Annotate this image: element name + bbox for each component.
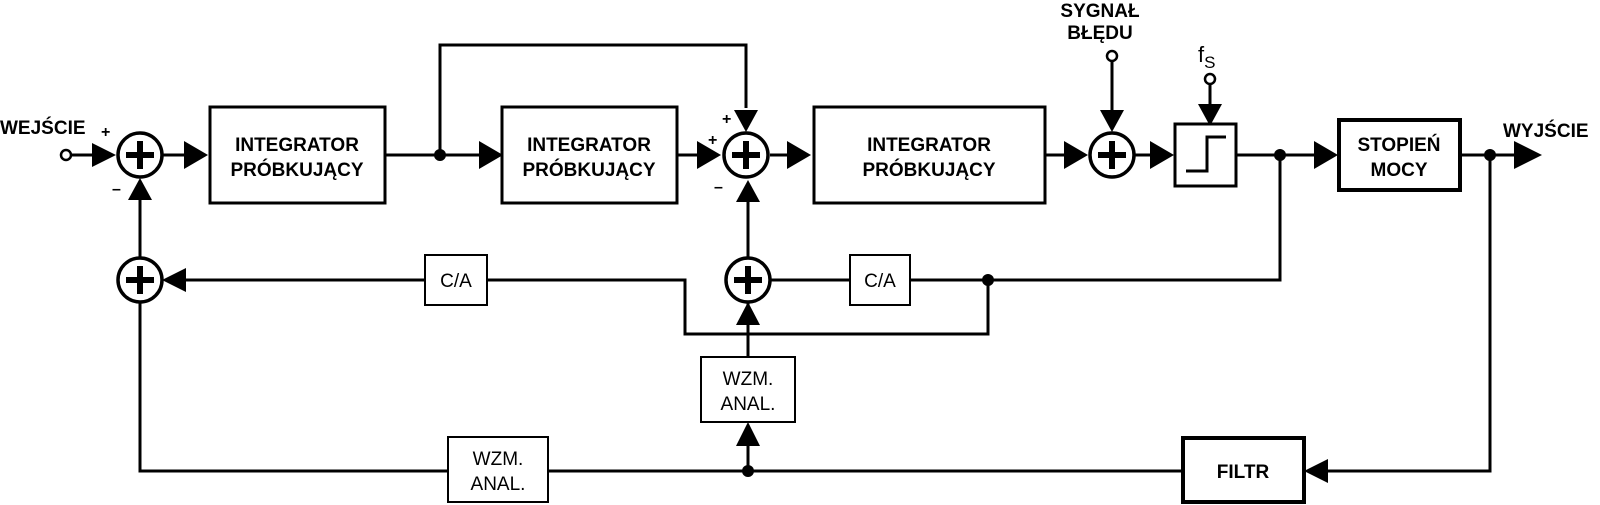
error-signal-label-line2: BŁĘDU [1067, 23, 1132, 44]
integrator-block-3: INTEGRATOR PRÓBKUJĄCY [812, 105, 1047, 205]
sign-plus-sum1: + [101, 124, 110, 141]
quantizer-block [1173, 122, 1238, 188]
svg-text:INTEGRATOR: INTEGRATOR [867, 135, 991, 156]
svg-text:PRÓBKUJĄCY: PRÓBKUJĄCY [862, 159, 995, 181]
summing-junction-5 [724, 256, 772, 304]
summing-junction-3 [722, 131, 770, 179]
analog-amp-block-mid: WZM. ANAL. [700, 356, 796, 423]
svg-text:WZM.: WZM. [723, 369, 774, 390]
dac-block-2: C/A [849, 254, 911, 306]
filter-block: FILTR [1181, 436, 1306, 504]
svg-text:ANAL.: ANAL. [471, 474, 526, 495]
step-function-icon [1186, 135, 1226, 173]
svg-text:C/A: C/A [864, 271, 896, 292]
sign-minus-sum1: – [112, 181, 121, 198]
analog-amp-block-bottom: WZM. ANAL. [447, 436, 549, 503]
fs-terminal [1203, 72, 1217, 86]
svg-text:WZM.: WZM. [473, 449, 524, 470]
fs-label-main: f [1198, 42, 1205, 67]
summing-junction-4 [1088, 131, 1136, 179]
fs-label: fS [1198, 42, 1215, 72]
signal-wires [70, 43, 1515, 473]
junction-dots [434, 149, 1496, 477]
svg-text:INTEGRATOR: INTEGRATOR [235, 135, 359, 156]
svg-text:ANAL.: ANAL. [721, 394, 776, 415]
input-label: WEJŚCIE [0, 117, 86, 139]
svg-text:STOPIEŃ: STOPIEŃ [1357, 134, 1440, 156]
summing-junction-1 [116, 131, 164, 179]
error-signal-label-line1: SYGNAŁ [1060, 1, 1140, 22]
summing-junction-6 [116, 256, 164, 304]
fs-label-sub: S [1204, 53, 1215, 72]
svg-text:PRÓBKUJĄCY: PRÓBKUJĄCY [230, 159, 363, 181]
sign-plus-left-sum3: + [708, 132, 717, 149]
dac-block-1: C/A [424, 254, 488, 306]
integrator-block-1: INTEGRATOR PRÓBKUJĄCY [208, 105, 387, 205]
sign-minus-sum3: – [714, 179, 723, 196]
error-signal-terminal [1105, 49, 1119, 63]
svg-text:MOCY: MOCY [1371, 160, 1428, 181]
svg-text:INTEGRATOR: INTEGRATOR [527, 135, 651, 156]
svg-text:FILTR: FILTR [1217, 462, 1270, 483]
svg-text:C/A: C/A [440, 271, 472, 292]
power-stage-block: STOPIEŃ MOCY [1337, 118, 1462, 192]
output-label: WYJŚCIE [1503, 120, 1589, 142]
sign-plus-top-sum3: + [722, 111, 731, 128]
input-terminal [59, 148, 73, 162]
integrator-block-2: INTEGRATOR PRÓBKUJĄCY [500, 105, 679, 205]
arrowheads [92, 104, 1542, 483]
svg-text:PRÓBKUJĄCY: PRÓBKUJĄCY [522, 159, 655, 181]
